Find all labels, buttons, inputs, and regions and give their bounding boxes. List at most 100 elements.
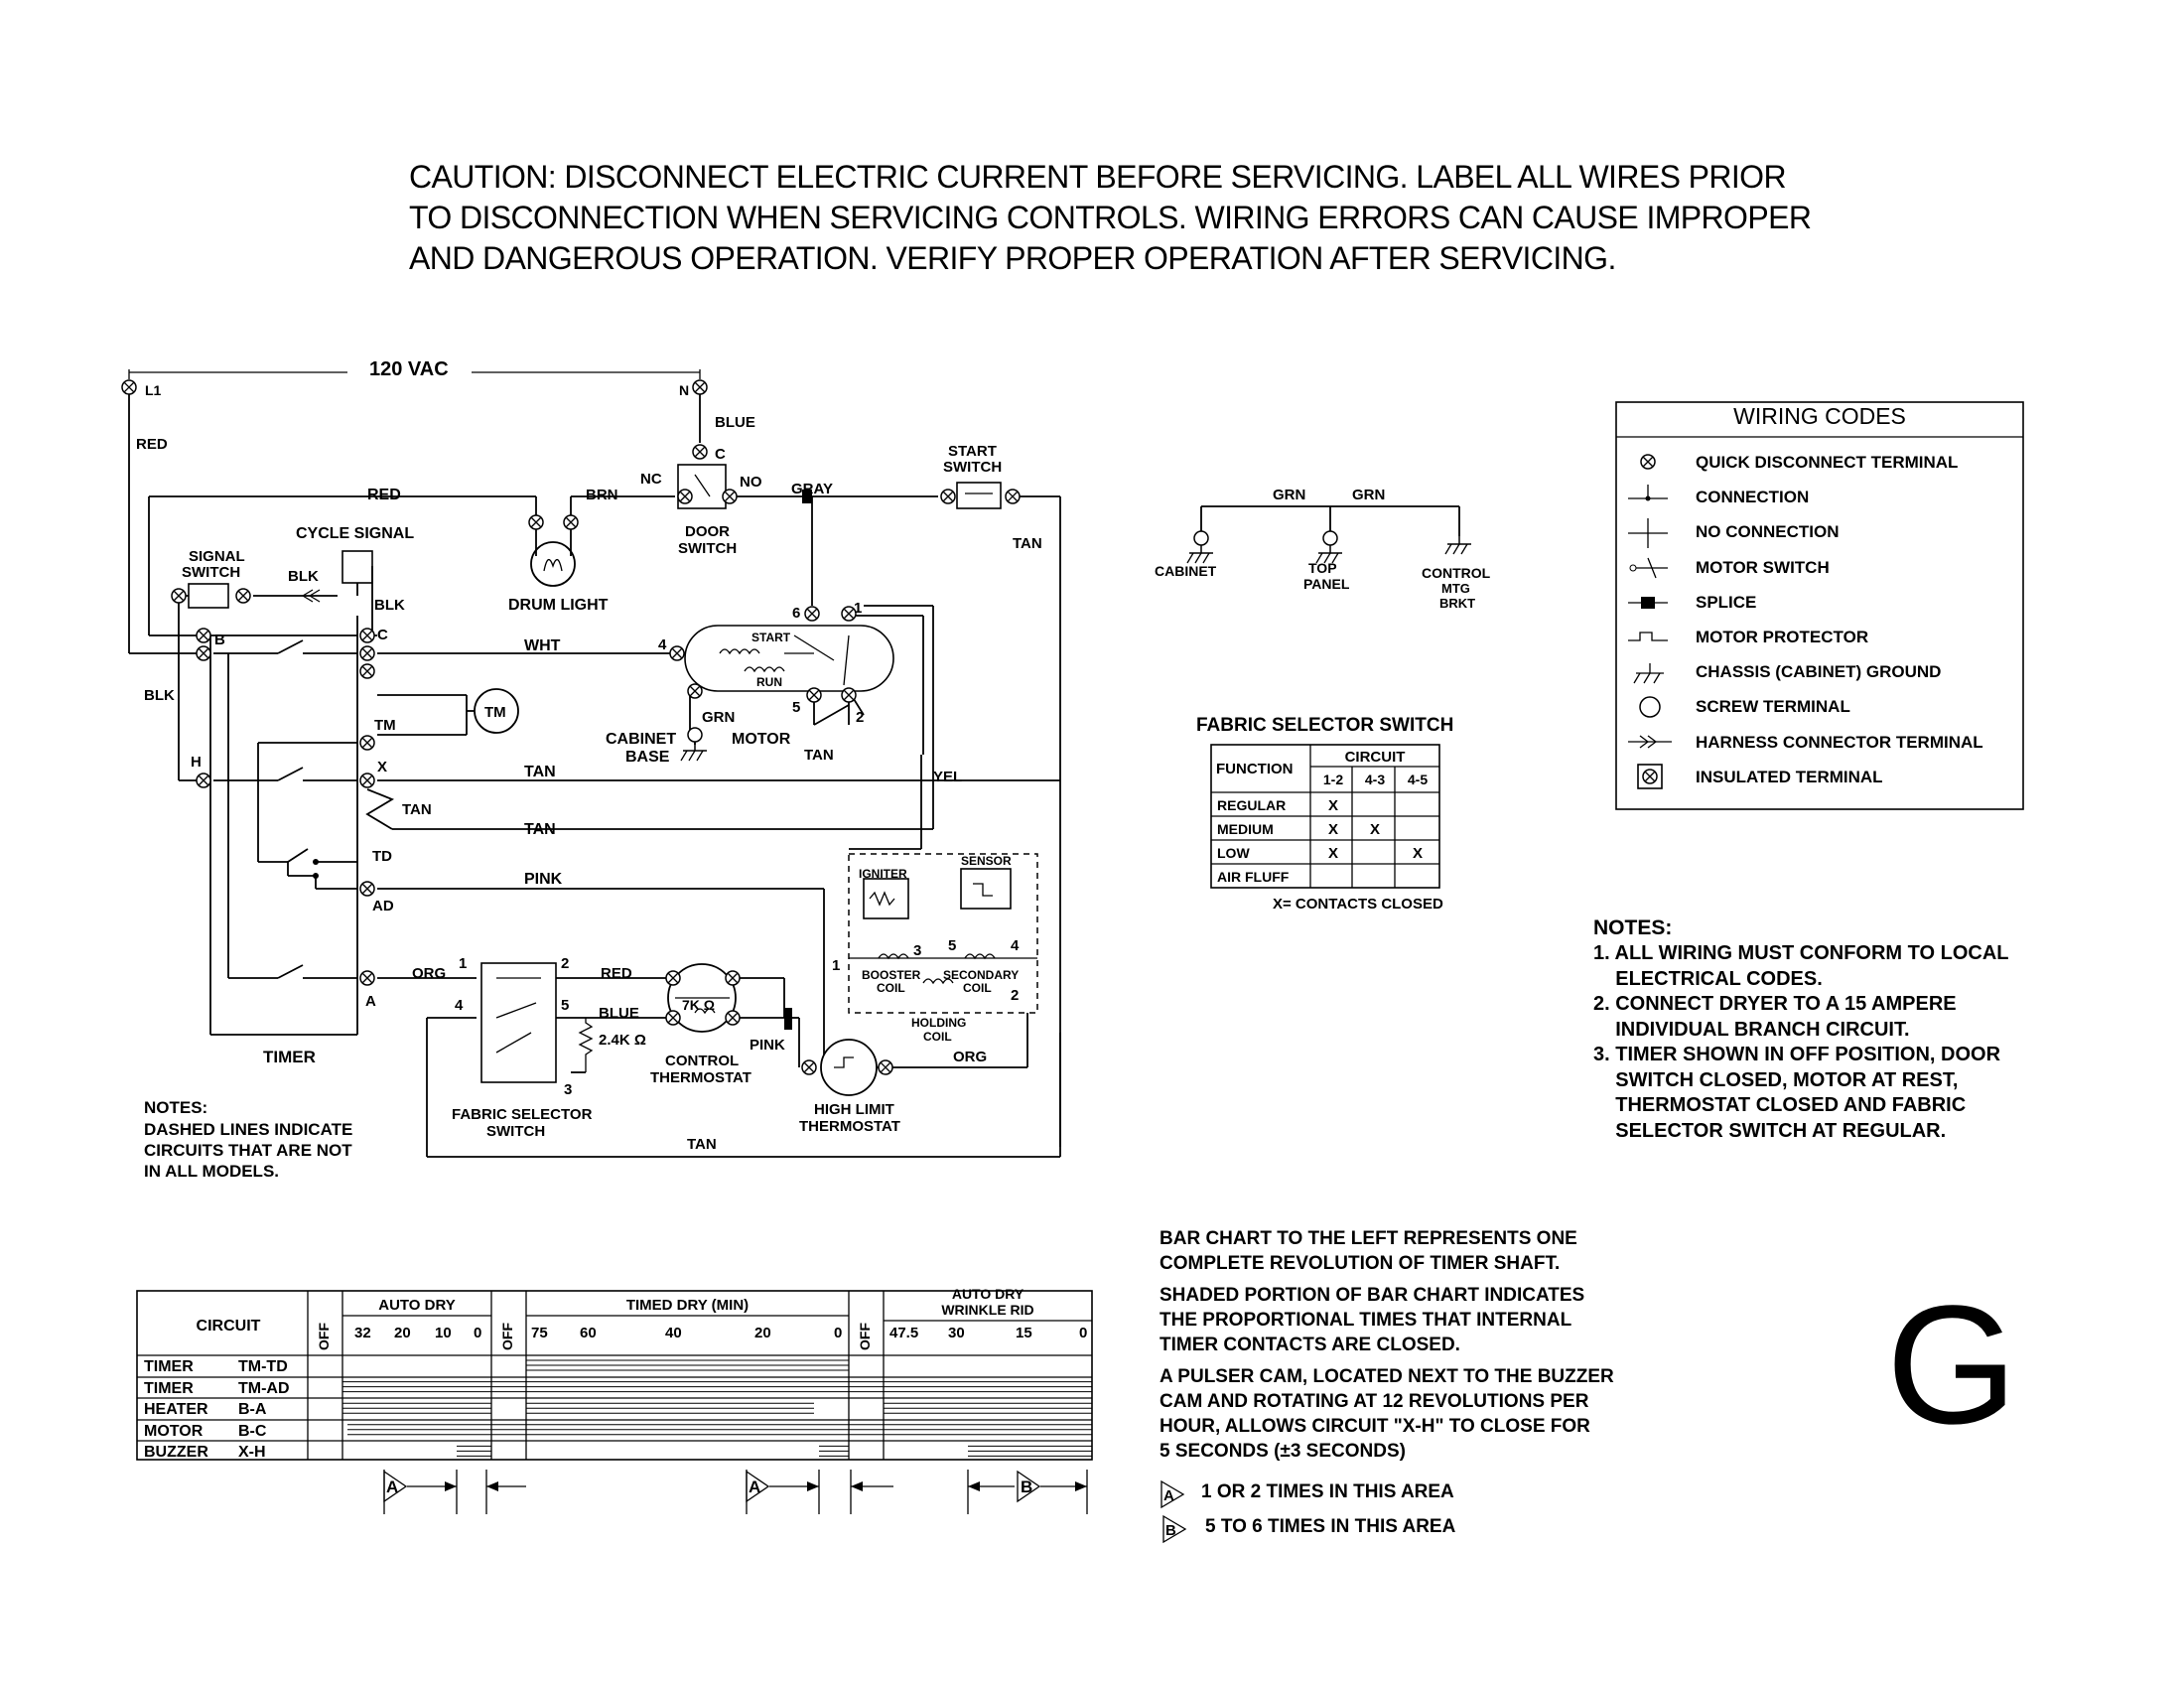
bar-tick-timed: 0 bbox=[834, 1325, 843, 1341]
bar-tick-auto: 20 bbox=[394, 1325, 411, 1341]
label-term-tm: TM bbox=[374, 717, 396, 734]
notes-right-line: 1. ALL WIRING MUST CONFORM TO LOCAL bbox=[1593, 942, 2009, 964]
notes-left-line: DASHED LINES INDICATE bbox=[144, 1120, 353, 1139]
label-b2: 2 bbox=[1011, 987, 1020, 1004]
bar-row-name: TIMER bbox=[144, 1379, 194, 1397]
bar-tick-auto: 0 bbox=[474, 1325, 482, 1341]
wiring-code-motor-protector: MOTOR PROTECTOR bbox=[1696, 628, 1869, 646]
notes-right-line: 2. CONNECT DRYER TO A 15 AMPERE bbox=[1593, 993, 1957, 1015]
label-term-td: TD bbox=[372, 848, 392, 865]
bar-row-name: TIMER bbox=[144, 1358, 194, 1375]
ground-control-2: MTG bbox=[1441, 581, 1470, 596]
marker-a-label-2: A bbox=[749, 1477, 761, 1496]
label-term-h: H bbox=[191, 754, 202, 771]
wiring-code-motor-switch: MOTOR SWITCH bbox=[1696, 557, 1830, 577]
notes-left-line: IN ALL MODELS. bbox=[144, 1162, 279, 1181]
wiring-code-insulated-terminal: INSULATED TERMINAL bbox=[1696, 767, 1883, 786]
label-cycle-signal: CYCLE SIGNAL bbox=[296, 525, 415, 542]
label-blk2: BLK bbox=[374, 597, 405, 614]
label-signal-switch-2: SWITCH bbox=[182, 564, 241, 581]
wiring-code-chassis-ground: CHASSIS (CABINET) GROUND bbox=[1696, 662, 1942, 682]
label-door-switch-1: DOOR bbox=[685, 523, 730, 540]
label-timer: TIMER bbox=[263, 1048, 316, 1066]
label-tan3: TAN bbox=[524, 821, 556, 838]
label-secondary-2: COIL bbox=[963, 981, 992, 995]
notes-left-title: NOTES: bbox=[144, 1098, 208, 1117]
bar-row-name: BUZZER bbox=[144, 1444, 208, 1461]
notes-right-line: SWITCH CLOSED, MOTOR AT REST, bbox=[1593, 1068, 1959, 1091]
label-sensor: SENSOR bbox=[961, 854, 1012, 868]
label-control-thermostat-1: CONTROL bbox=[665, 1053, 740, 1069]
bar-off-header: OFF bbox=[499, 1323, 515, 1350]
bar-row-code: B-C bbox=[238, 1422, 267, 1440]
label-m2: 2 bbox=[856, 709, 865, 726]
bar-tick-wr: 15 bbox=[1016, 1325, 1032, 1341]
fabric-col-4-5: 4-5 bbox=[1407, 772, 1429, 787]
label-door-switch-2: SWITCH bbox=[678, 540, 738, 557]
fabric-mark: X bbox=[1369, 821, 1380, 838]
fabric-footnote: X= CONTACTS CLOSED bbox=[1273, 896, 1443, 913]
motor-protector-icon bbox=[1628, 632, 1668, 641]
label-holding-1: HOLDING bbox=[911, 1016, 967, 1030]
label-yel: YEL bbox=[933, 769, 963, 785]
bar-off-header: OFF bbox=[316, 1323, 332, 1350]
bar-tick-auto: 10 bbox=[435, 1325, 452, 1341]
label-drum-light: DRUM LIGHT bbox=[508, 597, 609, 614]
label-brn: BRN bbox=[586, 487, 618, 503]
model-letter: G bbox=[1886, 1271, 2018, 1460]
bar-tick-wr: 47.5 bbox=[889, 1325, 919, 1341]
notes-right-title: NOTES: bbox=[1593, 916, 1673, 939]
label-tan2: TAN bbox=[402, 801, 432, 818]
insulated-terminal-icon bbox=[1637, 764, 1663, 789]
timer-bar-chart bbox=[136, 1290, 1093, 1514]
label-no: NO bbox=[740, 474, 762, 491]
bar-note-line: TIMER CONTACTS ARE CLOSED. bbox=[1160, 1335, 1460, 1355]
bar-row-code: TM-AD bbox=[238, 1379, 290, 1397]
marker-a-icon bbox=[1160, 1479, 1185, 1509]
label-start-switch-2: SWITCH bbox=[943, 459, 1003, 476]
label-booster-2: COIL bbox=[877, 981, 905, 995]
label-m6: 6 bbox=[792, 605, 801, 622]
notes-right-line: INDIVIDUAL BRANCH CIRCUIT. bbox=[1593, 1018, 1910, 1041]
terminals bbox=[121, 379, 1021, 1075]
wiring-code-no-connection: NO CONNECTION bbox=[1696, 522, 1840, 542]
bar-row-name: MOTOR bbox=[144, 1422, 204, 1440]
bar-note-b-marker: B bbox=[1165, 1522, 1176, 1539]
fabric-mark: X bbox=[1327, 797, 1338, 814]
label-res24: 2.4K Ω bbox=[599, 1032, 646, 1049]
chassis-ground-icon bbox=[1633, 663, 1664, 684]
bar-note-line: HOUR, ALLOWS CIRCUIT "X-H" TO CLOSE FOR bbox=[1160, 1416, 1590, 1437]
bar-note-line: CAM AND ROTATING AT 12 REVOLUTIONS PER bbox=[1160, 1391, 1589, 1412]
notes-right-line: SELECTOR SWITCH AT REGULAR. bbox=[1593, 1119, 1947, 1142]
label-m4: 4 bbox=[658, 636, 667, 653]
label-res7: 7K Ω bbox=[682, 997, 716, 1013]
marker-b-icon bbox=[1162, 1514, 1187, 1544]
ground-grn-1: GRN bbox=[1273, 487, 1306, 503]
wiring-code-splice: SPLICE bbox=[1696, 592, 1757, 612]
label-fs3: 3 bbox=[564, 1081, 573, 1098]
label-m5: 5 bbox=[792, 699, 801, 716]
label-booster-1: BOOSTER bbox=[862, 968, 921, 982]
connection-icon bbox=[1628, 485, 1668, 501]
bar-row-code: TM-TD bbox=[238, 1358, 288, 1375]
label-b5: 5 bbox=[948, 937, 957, 954]
label-term-x: X bbox=[377, 759, 388, 775]
harness-connector-icon bbox=[1628, 735, 1672, 749]
ground-top-panel-2: PANEL bbox=[1303, 576, 1350, 592]
wiring-code-quick-disconnect: QUICK DISCONNECT TERMINAL bbox=[1696, 453, 1959, 472]
bar-timed-dry-header: TIMED DRY (MIN) bbox=[625, 1297, 750, 1314]
label-b1: 1 bbox=[832, 957, 841, 974]
label-pink: PINK bbox=[524, 871, 563, 888]
bar-wr-header-2: WRINKLE RID bbox=[941, 1302, 1034, 1318]
bar-auto-dry-header: AUTO DRY bbox=[378, 1297, 456, 1314]
label-term-c: C bbox=[377, 627, 388, 643]
label-term-ad: AD bbox=[372, 898, 394, 914]
label-gray: GRAY bbox=[791, 481, 833, 497]
fabric-row-name: LOW bbox=[1217, 845, 1250, 861]
bar-circuit-header: CIRCUIT bbox=[196, 1318, 261, 1335]
label-tan-motor: TAN bbox=[804, 747, 834, 764]
label-holding-2: COIL bbox=[923, 1030, 952, 1044]
label-cabinet-base-1: CABINET bbox=[606, 731, 677, 748]
motor-switch-icon bbox=[1629, 557, 1668, 579]
